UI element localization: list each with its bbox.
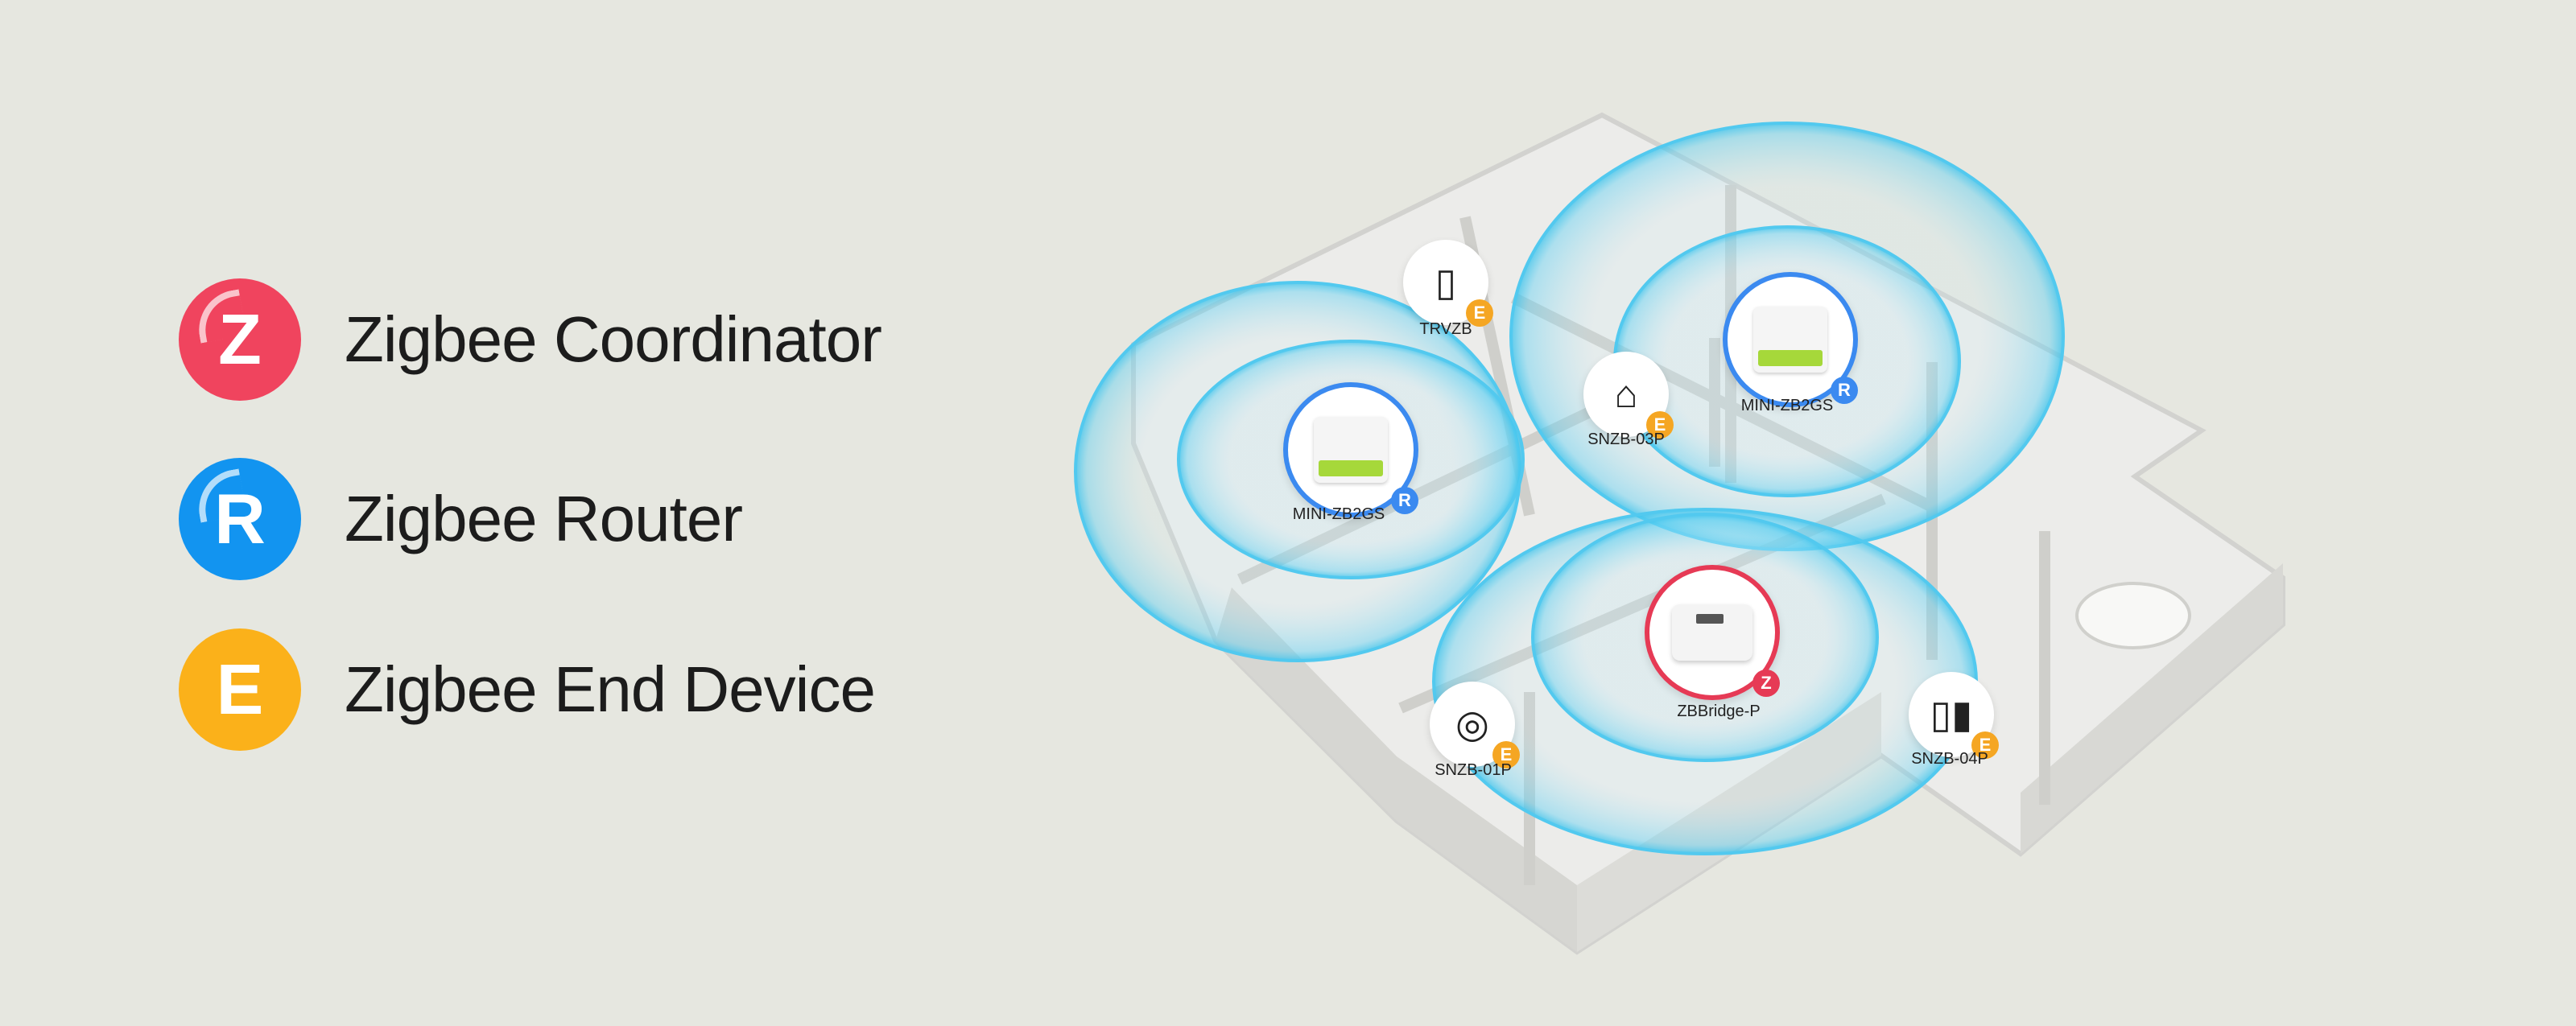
legend-coordinator: Z Zigbee Coordinator xyxy=(179,278,882,401)
device-label: SNZB-04P xyxy=(1911,750,1988,768)
device-label: SNZB-03P xyxy=(1587,431,1665,448)
end-device-badge: E xyxy=(1466,299,1493,327)
relay-module-icon xyxy=(1753,307,1827,373)
coordinator-letter: Z xyxy=(218,299,262,379)
door-sensor-icon: ▯▮ xyxy=(1930,694,1973,736)
device-label: MINI-ZB2GS xyxy=(1740,397,1834,414)
router-badge: R xyxy=(1391,487,1418,514)
device-snzb-01p[interactable]: ◎ E xyxy=(1430,682,1520,768)
device-label: MINI-ZB2GS xyxy=(1292,505,1385,523)
device-snzb-03p[interactable]: ⌂ E xyxy=(1583,352,1674,439)
legend-label: Zigbee Coordinator xyxy=(345,303,882,375)
legend-label: Zigbee Router xyxy=(345,483,743,554)
legend-label: Zigbee End Device xyxy=(345,653,876,725)
device-label: ZBBridge-P xyxy=(1677,703,1761,720)
bridge-hub-icon xyxy=(1672,604,1752,661)
legend-router: R Zigbee Router xyxy=(179,458,743,580)
coordinator-icon: Z xyxy=(179,278,301,401)
router-icon: R xyxy=(179,458,301,580)
end-device-badge: E xyxy=(1492,741,1520,768)
device-mini-zb2gs-right[interactable]: R xyxy=(1723,272,1858,407)
end-device-badge: E xyxy=(1646,411,1674,439)
router-badge: R xyxy=(1831,377,1858,404)
relay-module-icon xyxy=(1314,417,1388,483)
end-device-icon: E xyxy=(179,628,301,751)
end-device-letter: E xyxy=(216,649,264,729)
device-label: SNZB-01P xyxy=(1435,761,1512,779)
motion-sensor-icon: ⌂ xyxy=(1614,373,1638,416)
legend-end-device: E Zigbee End Device xyxy=(179,628,876,751)
end-device-badge: E xyxy=(1971,731,1999,759)
button-icon: ◎ xyxy=(1455,703,1489,746)
coordinator-badge: Z xyxy=(1752,670,1780,697)
device-label: TRVZB xyxy=(1419,320,1472,338)
router-letter: R xyxy=(214,479,266,558)
thermostat-valve-icon: ▯ xyxy=(1435,262,1457,304)
device-zbbridge-p[interactable]: Z xyxy=(1645,565,1780,700)
dining-table xyxy=(2075,582,2191,649)
device-trvzb[interactable]: ▯ E xyxy=(1403,240,1493,327)
device-snzb-04p[interactable]: ▯▮ E xyxy=(1909,672,1999,759)
device-mini-zb2gs-left[interactable]: R xyxy=(1283,382,1418,517)
